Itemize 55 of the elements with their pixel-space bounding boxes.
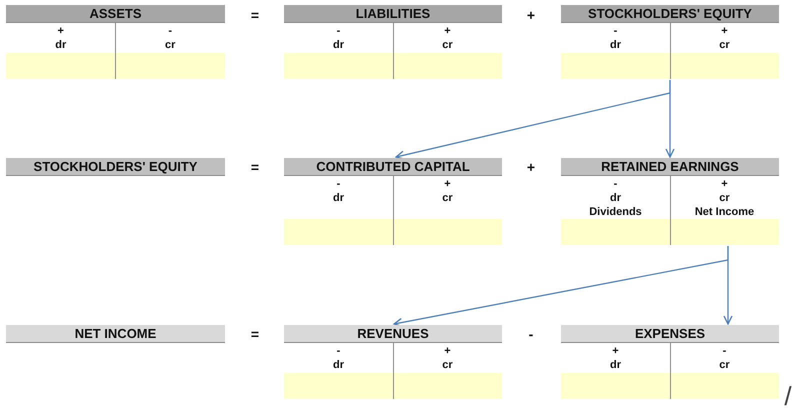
operator-sign: + — [526, 159, 536, 175]
sign-label: - — [336, 344, 340, 358]
t-account — [284, 5, 502, 79]
debit-credit-label: dr — [333, 191, 344, 205]
debit-credit-label: cr — [719, 358, 730, 372]
sign-label: + — [612, 344, 619, 358]
sign-label: + — [444, 344, 451, 358]
operator-sign: = — [250, 7, 260, 23]
sign-label: - — [336, 24, 340, 38]
debit-credit-label: dr — [610, 191, 621, 205]
debit-credit-label: cr — [442, 38, 453, 52]
account-header: LIABILITIES — [284, 5, 502, 23]
operator-sign: - — [528, 326, 534, 342]
account-header: STOCKHOLDERS' EQUITY — [561, 5, 779, 23]
debit-credit-label: cr — [165, 38, 176, 52]
account-header: REVENUES — [284, 325, 502, 343]
t-account — [6, 5, 225, 79]
debit-credit-label: dr — [55, 38, 66, 52]
debit-credit-label: cr — [719, 191, 730, 205]
sign-label: + — [58, 24, 64, 38]
debit-credit-label: dr — [610, 358, 621, 372]
debit-credit-label: cr — [719, 38, 730, 52]
debit-credit-label: dr — [610, 38, 621, 52]
account-header: STOCKHOLDERS' EQUITY — [6, 158, 225, 176]
t-account — [561, 325, 779, 399]
sign-label: - — [336, 177, 340, 191]
debit-credit-label: dr — [333, 38, 344, 52]
sign-label: - — [168, 24, 172, 38]
t-account — [284, 158, 502, 245]
sign-label: + — [721, 177, 728, 191]
account-header: ASSETS — [6, 5, 225, 23]
debit-credit-label: cr — [442, 191, 453, 205]
t-account — [561, 158, 779, 245]
arrow — [665, 80, 675, 158]
account-header: NET INCOME — [6, 325, 225, 343]
sign-label: - — [614, 24, 618, 38]
slash-mark: / — [784, 382, 792, 410]
sign-label: + — [444, 24, 451, 38]
account-header: CONTRIBUTED CAPITAL — [284, 158, 502, 176]
t-account — [561, 5, 779, 79]
debit-credit-label: dr — [333, 358, 344, 372]
t-account — [284, 325, 502, 399]
debit-credit-label: cr — [442, 358, 453, 372]
sign-label: + — [721, 24, 728, 38]
operator-sign: = — [250, 326, 260, 342]
sign-label: - — [614, 177, 618, 191]
sign-label: - — [722, 344, 726, 358]
operator-sign: = — [250, 159, 260, 175]
item-label: Dividends — [589, 205, 642, 219]
operator-sign: + — [526, 7, 536, 23]
sign-label: + — [444, 177, 451, 191]
item-label: Net Income — [694, 205, 754, 219]
arrow — [723, 246, 733, 325]
account-header: RETAINED EARNINGS — [561, 158, 779, 176]
account-header: EXPENSES — [561, 325, 779, 343]
